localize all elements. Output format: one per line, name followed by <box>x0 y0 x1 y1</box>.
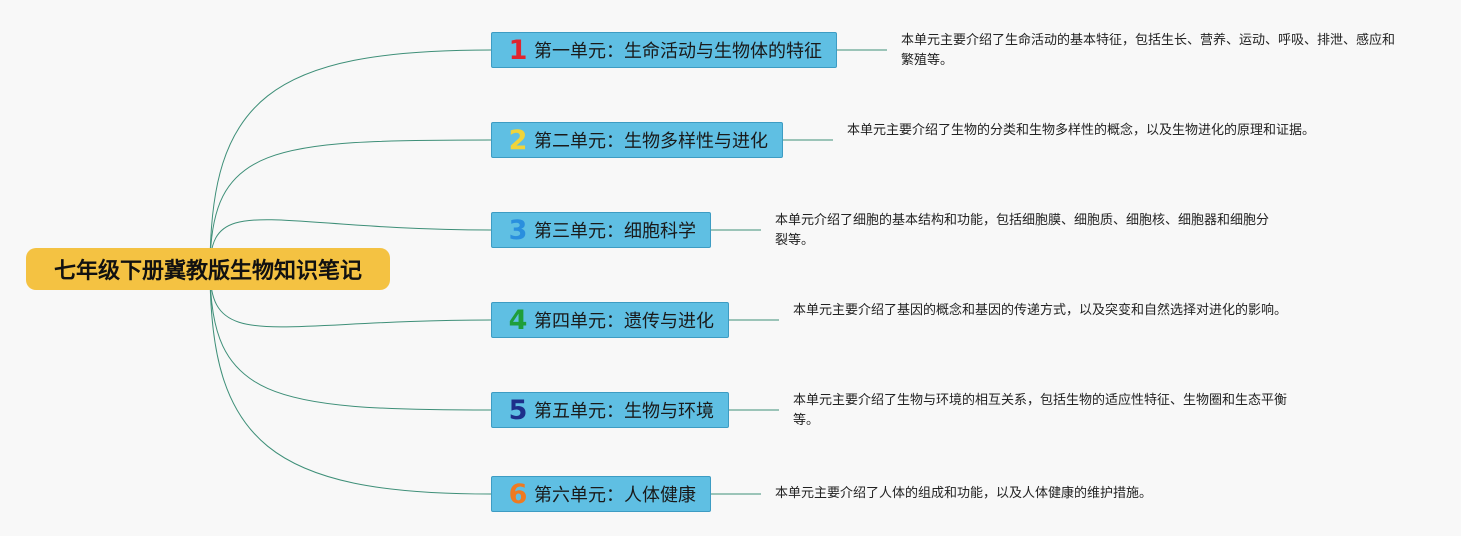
root-connector-6 <box>209 268 492 495</box>
number-1-icon: 1 <box>508 34 528 66</box>
root-connector-4 <box>209 268 492 328</box>
unit-3-title: 第三单元：细胞科学 <box>534 221 696 242</box>
unit-6-note: 本单元主要介绍了人体的组成和功能，以及人体健康的维护措施。 <box>775 486 1153 501</box>
unit-4-note: 本单元主要介绍了基因的概念和基因的传递方式，以及突变和自然选择对进化的影响。 <box>793 303 1288 318</box>
number-2-icon: 2 <box>508 124 528 156</box>
unit-5-title: 第五单元：生物与环境 <box>534 401 714 422</box>
unit-2-note: 本单元主要介绍了生物的分类和生物多样性的概念，以及生物进化的原理和证据。 <box>847 123 1316 138</box>
unit-5-note: 本单元主要介绍了生物与环境的相互关系，包括生物的适应性特征、生物圈和生态平衡等。 <box>793 393 1288 428</box>
root-connector-1 <box>209 49 492 270</box>
root-title: 七年级下册冀教版生物知识笔记 <box>53 259 362 284</box>
number-5-icon: 5 <box>508 394 528 426</box>
unit-3-note: 本单元介绍了细胞的基本结构和功能，包括细胞膜、细胞质、细胞核、细胞器和细胞分裂等… <box>775 213 1270 248</box>
unit-2-title: 第二单元：生物多样性与进化 <box>534 131 768 152</box>
unit-1-note: 本单元主要介绍了生命活动的基本特征，包括生长、营养、运动、呼吸、排泄、感应和繁殖… <box>901 33 1396 68</box>
number-6-icon: 6 <box>508 478 528 510</box>
unit-2-topic[interactable]: 2 第二单元：生物多样性与进化 <box>491 122 783 158</box>
unit-4-topic[interactable]: 4 第四单元：遗传与进化 <box>491 302 729 338</box>
unit-1-topic[interactable]: 1 第一单元：生命活动与生物体的特征 <box>491 32 837 68</box>
unit-3-topic[interactable]: 3 第三单元：细胞科学 <box>491 212 711 248</box>
number-3-icon: 3 <box>508 214 528 246</box>
number-4-icon: 4 <box>508 304 528 336</box>
unit-5-topic[interactable]: 5 第五单元：生物与环境 <box>491 392 729 428</box>
unit-1-title: 第一单元：生命活动与生物体的特征 <box>534 41 822 62</box>
unit-6-topic[interactable]: 6 第六单元：人体健康 <box>491 476 711 512</box>
root-connector-2 <box>209 139 492 270</box>
unit-6-title: 第六单元：人体健康 <box>534 485 696 506</box>
root-connector-3 <box>209 219 492 270</box>
root-topic[interactable]: 七年级下册冀教版生物知识笔记 <box>26 248 390 290</box>
root-connector-5 <box>209 268 492 411</box>
unit-4-title: 第四单元：遗传与进化 <box>534 311 714 332</box>
